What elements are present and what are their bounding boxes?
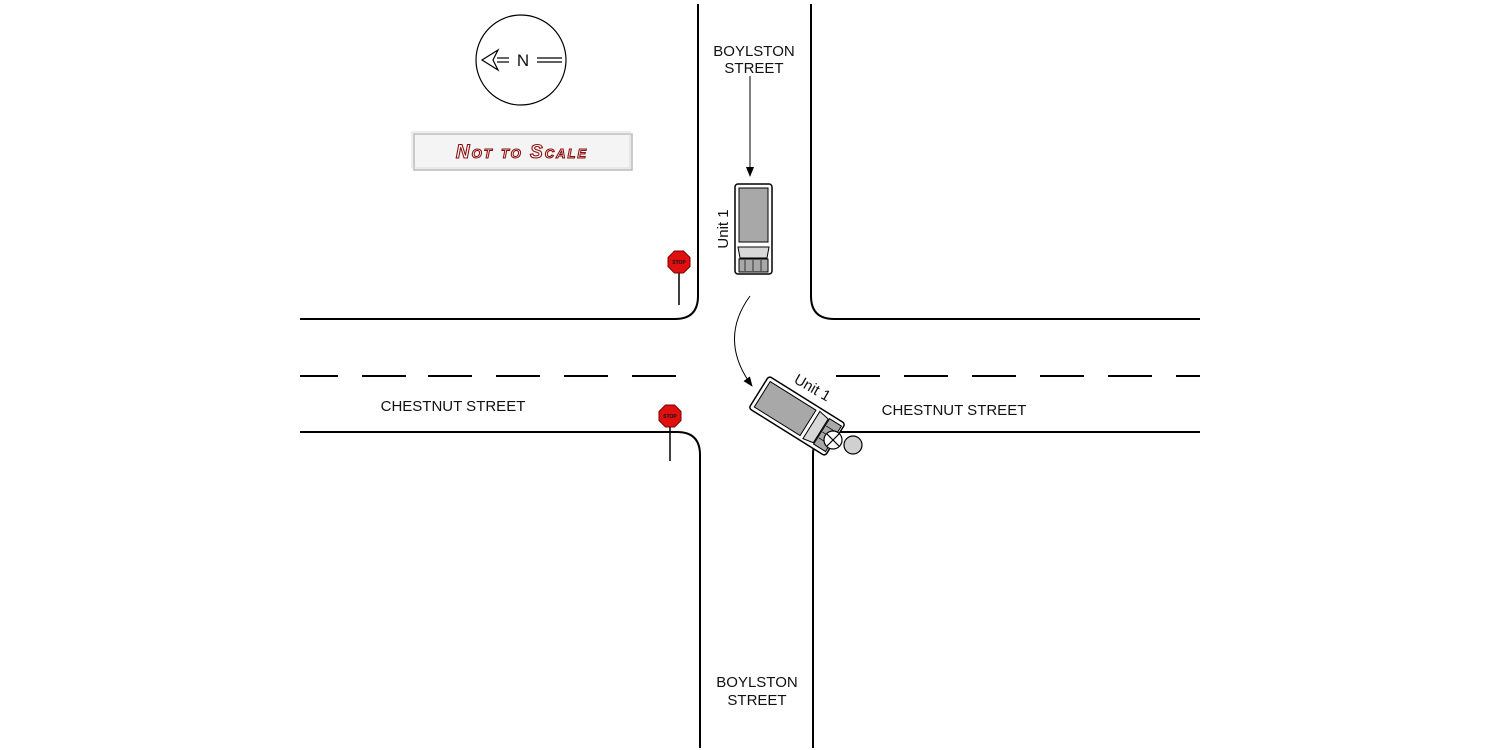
scale-note-box: Not to Scale [411, 131, 633, 171]
street-label-chestnut-east: CHESTNUT STREET [882, 402, 1027, 419]
vehicle-label-before: Unit 1 [715, 209, 732, 248]
curb-northeast [810, 4, 1200, 320]
curb-southwest [300, 431, 701, 748]
street-label-boylston-south-line1: BOYLSTON [716, 674, 797, 691]
stop-sign-upper-text: STOP [672, 260, 686, 266]
curb-northwest [300, 4, 699, 320]
turn-path-arrow [734, 295, 753, 387]
north-arrow-icon [480, 48, 562, 72]
street-label-chestnut-west: CHESTNUT STREET [381, 398, 526, 415]
street-label-boylston-south-line2: STREET [727, 692, 786, 709]
street-label-boylston-north-line2: STREET [724, 60, 783, 77]
stop-sign-lower-text: STOP [663, 414, 677, 420]
north-label: N [517, 51, 529, 70]
scale-note: Not to Scale [456, 142, 588, 163]
street-label-boylston-north-line1: BOYLSTON [713, 43, 794, 60]
stop-sign-upper: STOP [667, 250, 691, 305]
vehicle-unit-1-after [749, 376, 845, 456]
impact-point-icon [823, 430, 843, 450]
curb-southeast [812, 431, 1200, 748]
vehicle-unit-1-before [734, 183, 773, 275]
pedestrian-icon [843, 435, 863, 455]
north-indicator: N [475, 14, 567, 106]
stop-sign-lower: STOP [658, 404, 682, 461]
